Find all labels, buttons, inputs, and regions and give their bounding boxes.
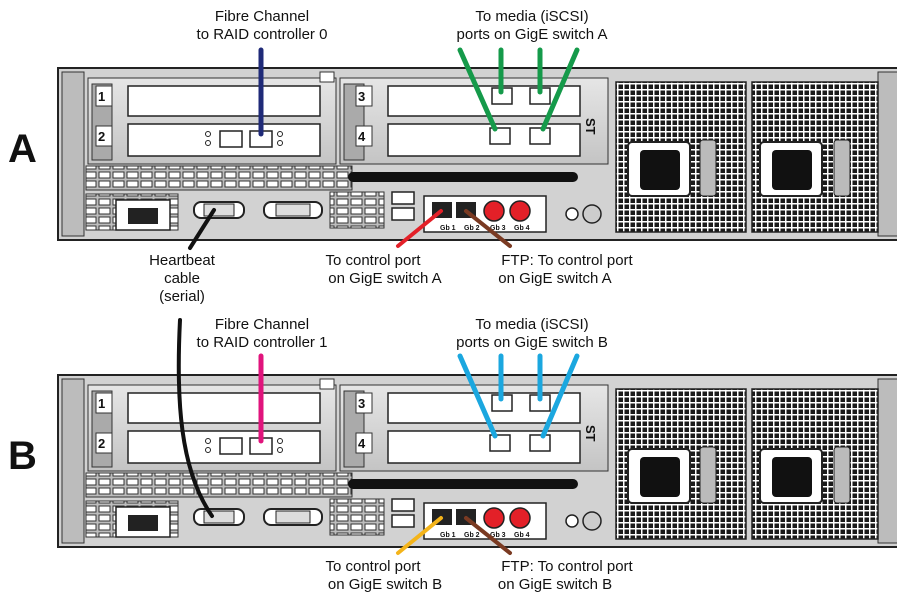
media-label-a: To media (iSCSI) [475,8,588,25]
usb-port[interactable] [392,499,414,511]
fc-port[interactable] [220,438,242,454]
slot-number: 4 [358,436,366,451]
usb-port[interactable] [392,208,414,220]
nic-port-gb3-capped [484,508,504,528]
system-id-button[interactable] [566,515,578,527]
fibre-channel-label-b: to RAID controller 1 [197,334,328,351]
serial-port[interactable] [194,202,244,218]
control-port-label-a: on GigE switch A [328,270,441,287]
fibre-channel-label-b: Fibre Channel [215,316,309,333]
heartbeat-label: (serial) [159,288,205,305]
nic-port-gb4-capped [510,508,530,528]
power-supply-2 [752,389,878,539]
control-port-label-b: on GigE switch B [328,576,442,593]
slot-number: 2 [98,129,105,144]
iscsi-port[interactable] [530,435,550,451]
server-letter: B [8,434,37,478]
usb-port[interactable] [392,192,414,204]
fc-port[interactable] [220,131,242,147]
system-id-button[interactable] [566,208,578,220]
server-b: B 1 2 3 4 ST [8,375,897,547]
gb-port-label: Gb 1 [440,225,456,232]
media-label-b: ports on GigE switch B [456,334,608,351]
gb-port-label: Gb 1 [440,532,456,539]
ftp-label-a: on GigE switch A [498,270,611,287]
slot-number: 1 [98,396,105,411]
gb-port-label: Gb 4 [514,225,530,232]
control-port-label-a: To control port [325,252,421,269]
heartbeat-label: Heartbeat [149,252,216,269]
st-label: ST [583,425,598,442]
media-label-a: ports on GigE switch A [457,26,608,43]
slot-number: 2 [98,436,105,451]
slot-number: 1 [98,89,105,104]
server-letter: A [8,127,37,171]
fibre-channel-label-a: Fibre Channel [215,8,309,25]
gb-port-label: Gb 4 [514,532,530,539]
heartbeat-label: cable [164,270,200,287]
vga-port[interactable] [264,202,322,218]
ftp-label-a: FTP: To control port [501,252,633,269]
nic-port-gb4-capped [510,201,530,221]
serial-port[interactable] [194,509,244,525]
power-supply-1 [616,389,746,539]
power-supply-1 [616,82,746,232]
vga-port[interactable] [264,509,322,525]
id-indicator-icon [583,512,601,530]
st-label: ST [583,118,598,135]
media-label-b: To media (iSCSI) [475,316,588,333]
control-port-label-b: To control port [325,558,421,575]
gb-port-label: Gb 2 [464,225,480,232]
slot-number: 4 [358,129,366,144]
slot-number: 3 [358,89,365,104]
power-supply-2 [752,82,878,232]
fibre-channel-label-a: to RAID controller 0 [197,26,328,43]
slot-number: 3 [358,396,365,411]
iscsi-port[interactable] [530,128,550,144]
usb-port[interactable] [392,515,414,527]
nic-port-gb3-capped [484,201,504,221]
gb-port-label: Gb 2 [464,532,480,539]
ftp-label-b: on GigE switch B [498,576,612,593]
server-a: A 1 2 3 4 [8,68,897,240]
ftp-label-b: FTP: To control port [501,558,633,575]
id-indicator-icon [583,205,601,223]
